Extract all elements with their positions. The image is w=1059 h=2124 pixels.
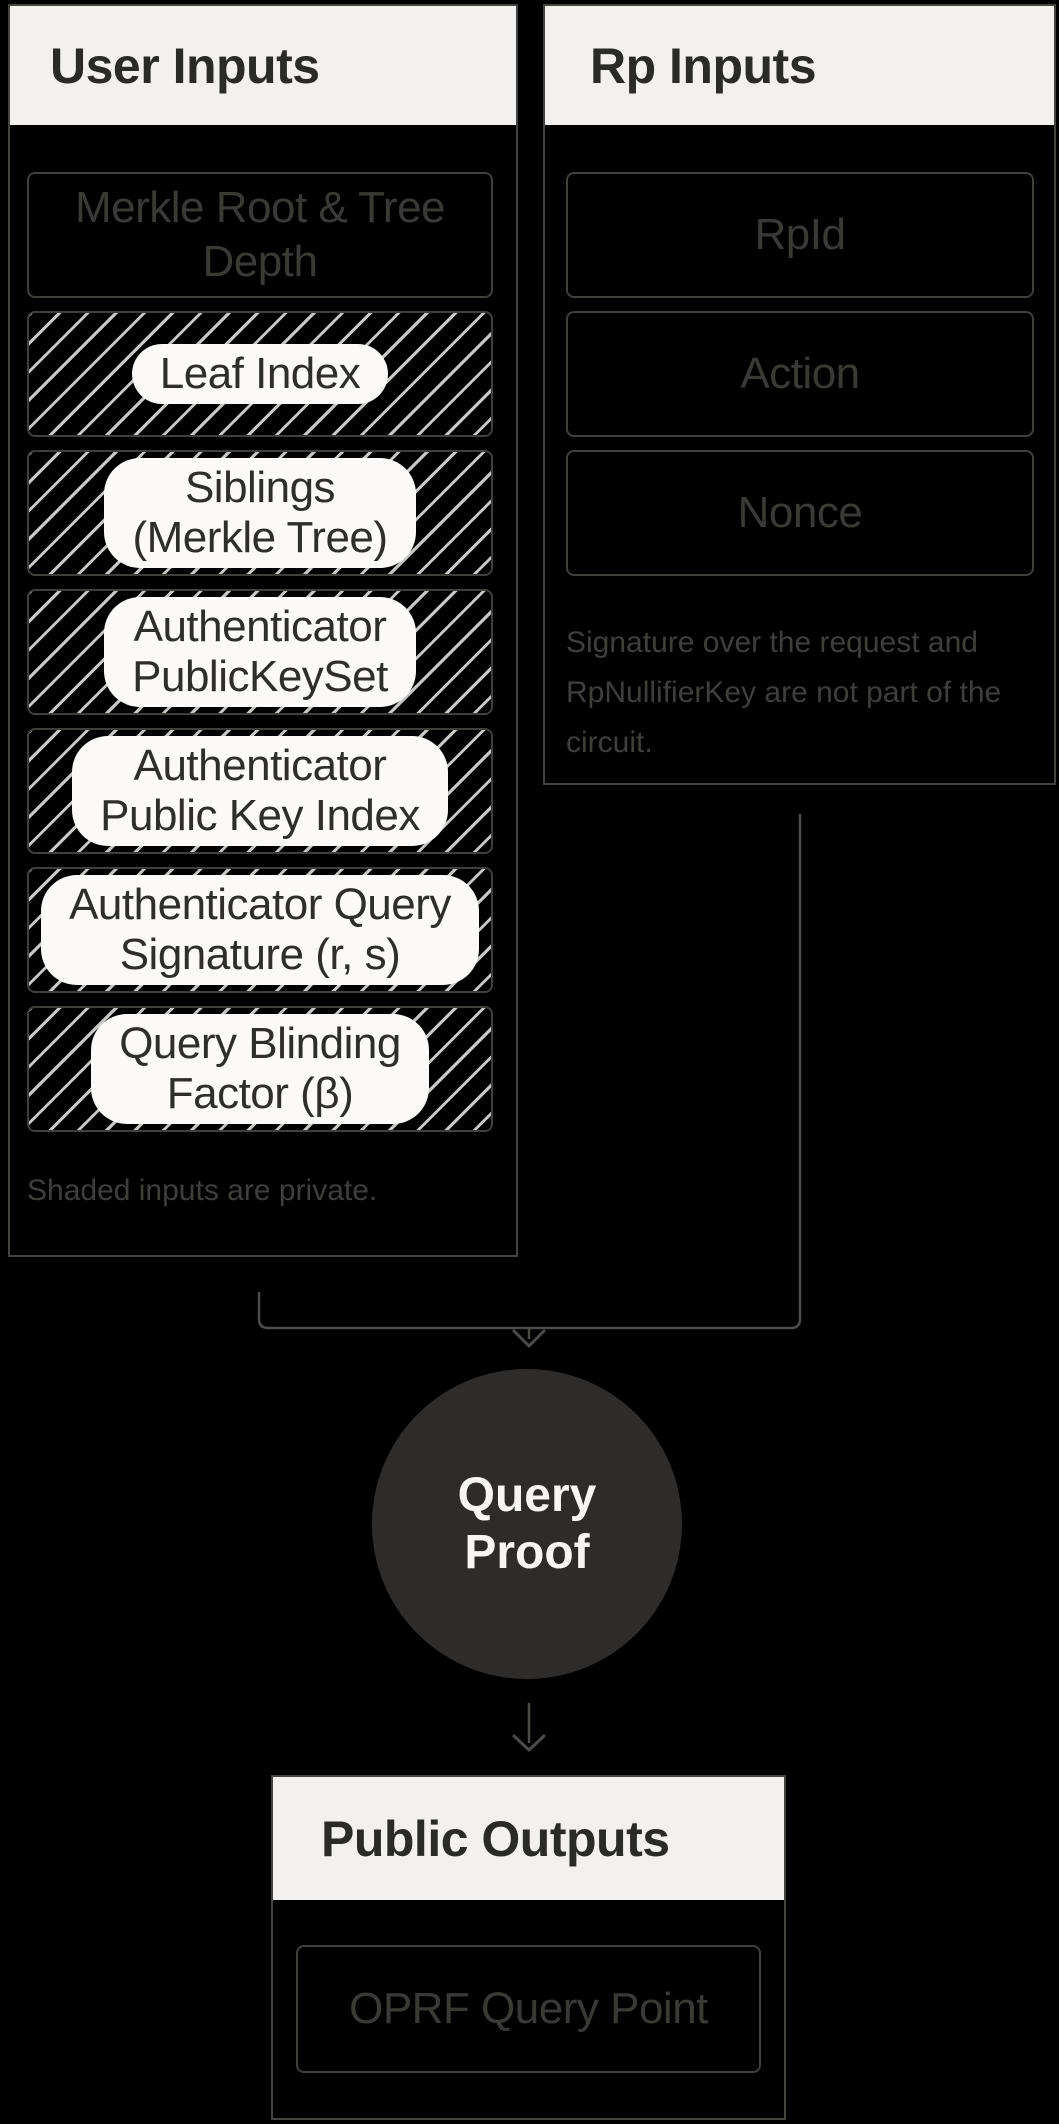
query-proof-label: Query Proof <box>457 1469 597 1579</box>
input-box-nonce: Nonce <box>566 450 1034 576</box>
user-inputs-panel: User Inputs Merkle Root & Tree Depth Lea… <box>8 4 518 1257</box>
input-box-merkle-root: Merkle Root & Tree Depth <box>27 172 493 298</box>
pill-label: Siblings (Merkle Tree) <box>104 458 416 568</box>
pill-label: Authenticator PublicKeySet <box>104 597 416 707</box>
private-inputs-note: Shaded inputs are private. <box>27 1174 378 1207</box>
user-inputs-header: User Inputs <box>10 6 516 125</box>
rp-inputs-header: Rp Inputs <box>545 6 1054 125</box>
pill-label: Query Blinding Factor (β) <box>91 1014 429 1124</box>
public-outputs-panel: Public Outputs OPRF Query Point <box>271 1775 786 2120</box>
input-box-action: Action <box>566 311 1034 437</box>
pill-label: Leaf Index <box>131 344 389 404</box>
public-outputs-header: Public Outputs <box>273 1777 784 1900</box>
public-outputs-title: Public Outputs <box>321 1810 670 1867</box>
private-input-box-siblings: Siblings (Merkle Tree) <box>27 450 493 576</box>
private-input-box-authenticator-query-signature: Authenticator Query Signature (r, s) <box>27 867 493 993</box>
arrow-down-icon <box>512 1734 546 1752</box>
output-box-oprf-query-point: OPRF Query Point <box>296 1945 761 2073</box>
user-inputs-title: User Inputs <box>50 37 320 94</box>
private-input-box-leaf-index: Leaf Index <box>27 311 493 437</box>
private-input-box-authenticator-public-key-index: Authenticator Public Key Index <box>27 728 493 854</box>
query-proof-node: Query Proof <box>372 1369 682 1679</box>
private-input-box-authenticator-publickeyset: Authenticator PublicKeySet <box>27 589 493 715</box>
rp-signature-note: Signature over the request and RpNullifi… <box>566 626 1002 759</box>
rp-inputs-panel: Rp Inputs RpId Action Nonce Signature ov… <box>543 4 1056 785</box>
private-input-box-query-blinding-factor: Query Blinding Factor (β) <box>27 1006 493 1132</box>
input-box-rpid: RpId <box>566 172 1034 298</box>
arrow-down-icon <box>512 1329 546 1348</box>
input-box-label: Merkle Root & Tree Depth <box>74 183 446 286</box>
rp-inputs-title: Rp Inputs <box>590 37 817 94</box>
pill-label: Authenticator Query Signature (r, s) <box>41 875 479 985</box>
pill-label: Authenticator Public Key Index <box>72 736 448 846</box>
